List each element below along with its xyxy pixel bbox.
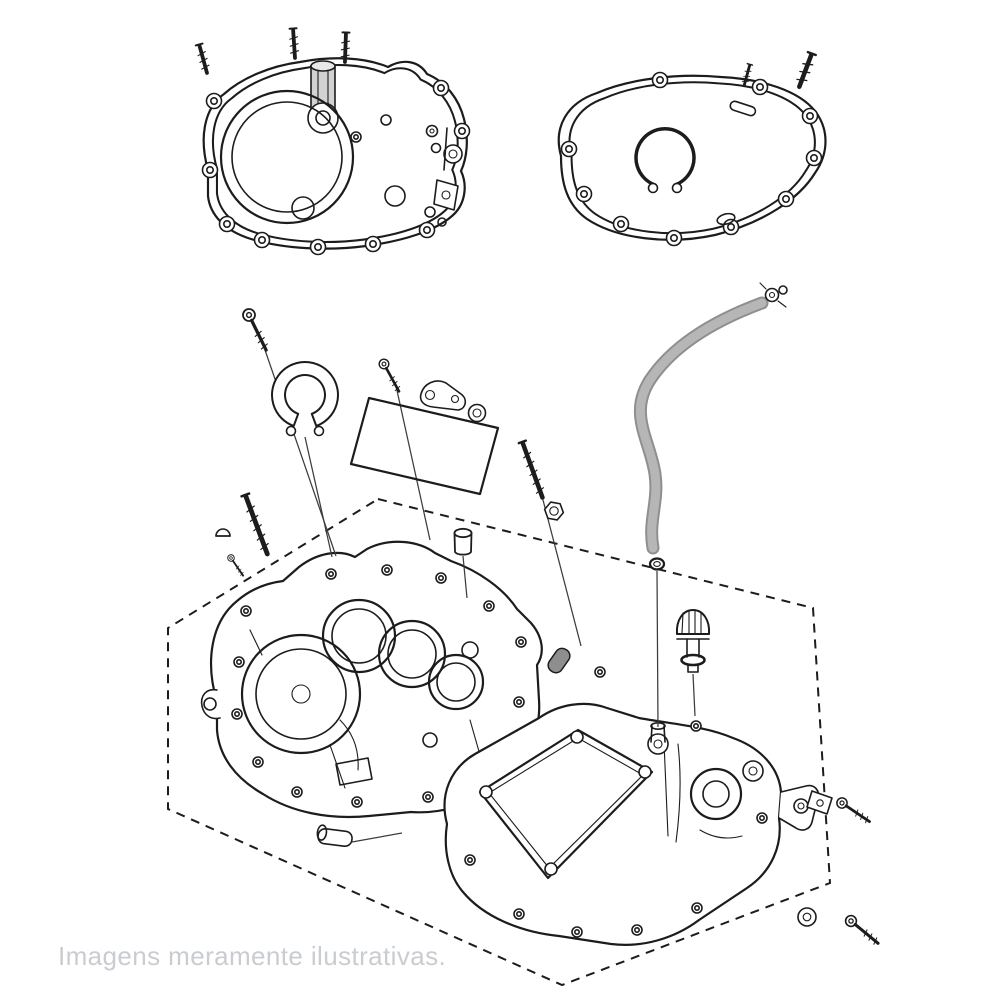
breather-hose-assembly	[634, 282, 788, 571]
cover-side-details	[424, 124, 463, 227]
dome-nut	[215, 528, 231, 537]
stud-bolt-right	[518, 440, 546, 499]
breather-tower	[307, 60, 339, 134]
screw-tiny	[225, 552, 247, 579]
crankcase-left-half	[200, 540, 543, 819]
cover-stud-1	[193, 41, 213, 76]
hose-fitting	[647, 721, 669, 755]
cover-stud-4	[795, 52, 816, 89]
sealing-washer	[797, 907, 817, 927]
flange-bolt-right	[833, 794, 874, 828]
breather-hose	[634, 296, 769, 555]
screw-middle	[376, 356, 405, 395]
crankcase-right-half	[443, 702, 820, 946]
bushing-dark	[547, 647, 571, 674]
loose-parts	[215, 305, 884, 949]
hex-bolt-top-left	[239, 305, 274, 355]
leader-lines	[264, 349, 696, 843]
gasket-plate	[349, 396, 500, 496]
left-cover-gasket	[193, 26, 471, 256]
side-bolt-cylinder	[316, 824, 353, 848]
bracket-right	[806, 790, 833, 815]
cover-stud-2	[287, 26, 301, 61]
retainer-horseshoe	[634, 127, 696, 194]
hex-nut	[543, 501, 565, 521]
oil-filler-plug	[675, 609, 711, 673]
watermark-caption: Imagens meramente ilustrativas.	[58, 941, 447, 971]
hose-clamp	[759, 282, 788, 308]
dowel-pin	[453, 527, 473, 556]
retainer-clip	[271, 361, 339, 437]
assembly-boundary	[167, 497, 832, 987]
flange-bolt-bottom	[841, 911, 884, 949]
o-ring	[648, 557, 666, 571]
dowel-hole	[594, 666, 606, 678]
shift-bracket	[419, 380, 487, 423]
stud-bolt-left	[241, 493, 271, 555]
right-cover-gasket	[557, 52, 827, 247]
